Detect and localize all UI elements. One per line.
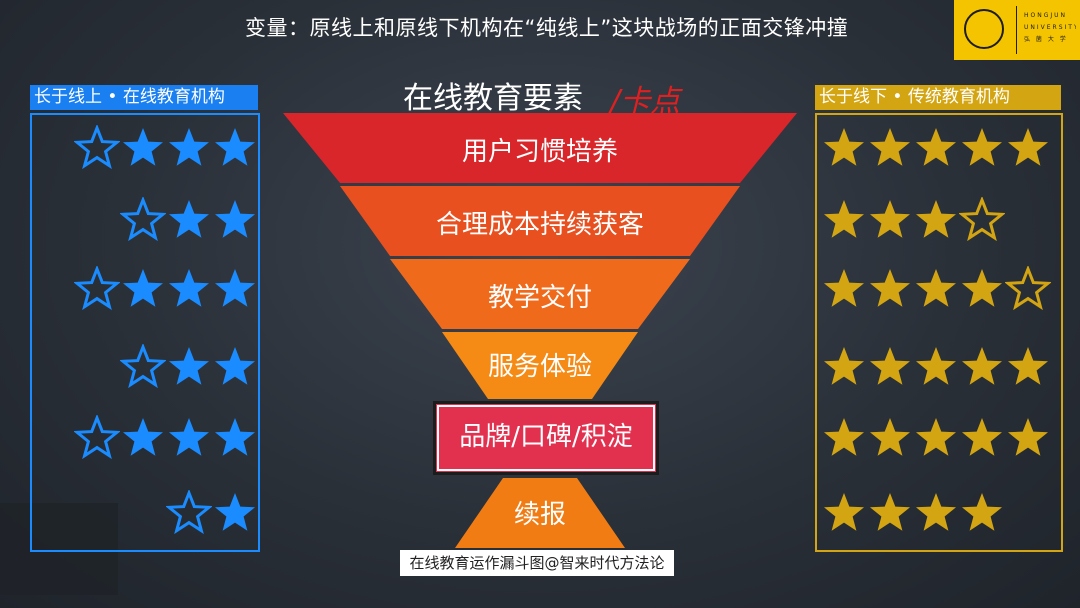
left-filled-star-icon (123, 128, 163, 166)
right-rating-row (821, 415, 1051, 459)
funnel-label-6: 续报 (513, 500, 566, 530)
funnel-label-3: 教学交付 (487, 283, 592, 313)
right-filled-star-icon (916, 269, 956, 307)
funnel-stage-4 (442, 332, 638, 399)
right-filled-star-icon (962, 418, 1002, 456)
funnel-stage-2 (340, 186, 740, 256)
right-panel-label: 长于线下 • 传统教育机构 (815, 85, 1061, 110)
right-filled-star-icon (1008, 128, 1048, 166)
left-filled-star-icon (169, 347, 209, 385)
funnel-stage-1 (283, 113, 797, 183)
right-filled-star-icon (916, 347, 956, 385)
right-filled-star-icon (824, 128, 864, 166)
right-filled-star-icon (916, 418, 956, 456)
right-filled-star-icon (916, 200, 956, 238)
left-rating-row (74, 266, 258, 310)
logo-text-line: HONGJUN (1024, 12, 1068, 19)
right-filled-star-icon (824, 493, 864, 531)
right-filled-star-icon (916, 128, 956, 166)
right-rating-row (821, 490, 1005, 534)
right-filled-star-icon (962, 269, 1002, 307)
funnel-label-4: 服务体验 (487, 352, 592, 382)
right-empty-star-icon (1005, 266, 1051, 310)
right-filled-star-icon (870, 347, 910, 385)
right-filled-star-icon (962, 493, 1002, 531)
right-filled-star-icon (824, 347, 864, 385)
funnel-stage-5-box (433, 401, 659, 475)
left-panel-box (30, 113, 260, 552)
left-empty-star-icon (120, 197, 166, 241)
left-rating-row (166, 490, 258, 534)
funnel-label-1: 用户习惯培养 (461, 137, 618, 167)
funnel-title: 在线教育要素 (403, 81, 583, 116)
right-rating-row (821, 197, 1005, 241)
left-filled-star-icon (169, 418, 209, 456)
right-filled-star-icon (962, 128, 1002, 166)
left-rating-row (120, 344, 258, 388)
logo-circle-icon (964, 9, 1004, 49)
logo-text-line: 弘 菌 大 学 (1024, 36, 1068, 43)
right-filled-star-icon (824, 418, 864, 456)
logo-text: HONGJUN UNIVERSITY 弘 菌 大 学 (1024, 10, 1076, 46)
slide-title: 变量：原线上和原线下机构在“纯线上”这块战场的正面交锋冲撞 (245, 16, 849, 40)
left-filled-star-icon (123, 418, 163, 456)
right-filled-star-icon (1008, 418, 1048, 456)
right-filled-star-icon (870, 269, 910, 307)
left-empty-star-icon (166, 490, 212, 534)
right-filled-star-icon (824, 200, 864, 238)
right-empty-star-icon (959, 197, 1005, 241)
funnel-stage-6 (455, 478, 625, 548)
right-filled-star-icon (962, 347, 1002, 385)
left-filled-star-icon (169, 128, 209, 166)
left-empty-star-icon (120, 344, 166, 388)
right-rating-row (821, 266, 1051, 310)
right-filled-star-icon (1008, 347, 1048, 385)
funnel-caption: 在线教育运作漏斗图@智来时代方法论 (400, 550, 674, 576)
left-filled-star-icon (215, 418, 255, 456)
left-empty-star-icon (74, 125, 120, 169)
left-rating-row (120, 197, 258, 241)
right-panel-box (815, 113, 1063, 552)
left-filled-star-icon (215, 128, 255, 166)
logo-text-line: UNIVERSITY (1024, 24, 1076, 31)
left-filled-star-icon (215, 269, 255, 307)
right-filled-star-icon (870, 200, 910, 238)
right-rating-row (821, 344, 1051, 388)
left-empty-star-icon (74, 415, 120, 459)
left-filled-star-icon (169, 200, 209, 238)
right-filled-star-icon (870, 493, 910, 531)
left-filled-star-icon (215, 347, 255, 385)
left-filled-star-icon (215, 493, 255, 531)
logo-divider (1016, 6, 1017, 54)
right-filled-star-icon (916, 493, 956, 531)
left-filled-star-icon (123, 269, 163, 307)
funnel-label-2: 合理成本持续获客 (435, 210, 644, 240)
funnel-stage-3 (390, 259, 690, 329)
left-filled-star-icon (215, 200, 255, 238)
left-rating-row (74, 415, 258, 459)
decorative-square (0, 503, 118, 595)
right-filled-star-icon (824, 269, 864, 307)
right-filled-star-icon (870, 418, 910, 456)
funnel-label-5: 品牌/口碑/积淀 (459, 422, 633, 452)
right-rating-row (821, 125, 1051, 169)
right-filled-star-icon (870, 128, 910, 166)
left-filled-star-icon (169, 269, 209, 307)
left-panel-label: 长于线上 • 在线教育机构 (30, 85, 258, 110)
left-rating-row (74, 125, 258, 169)
university-logo: HONGJUN UNIVERSITY 弘 菌 大 学 (954, 0, 1080, 60)
left-empty-star-icon (74, 266, 120, 310)
